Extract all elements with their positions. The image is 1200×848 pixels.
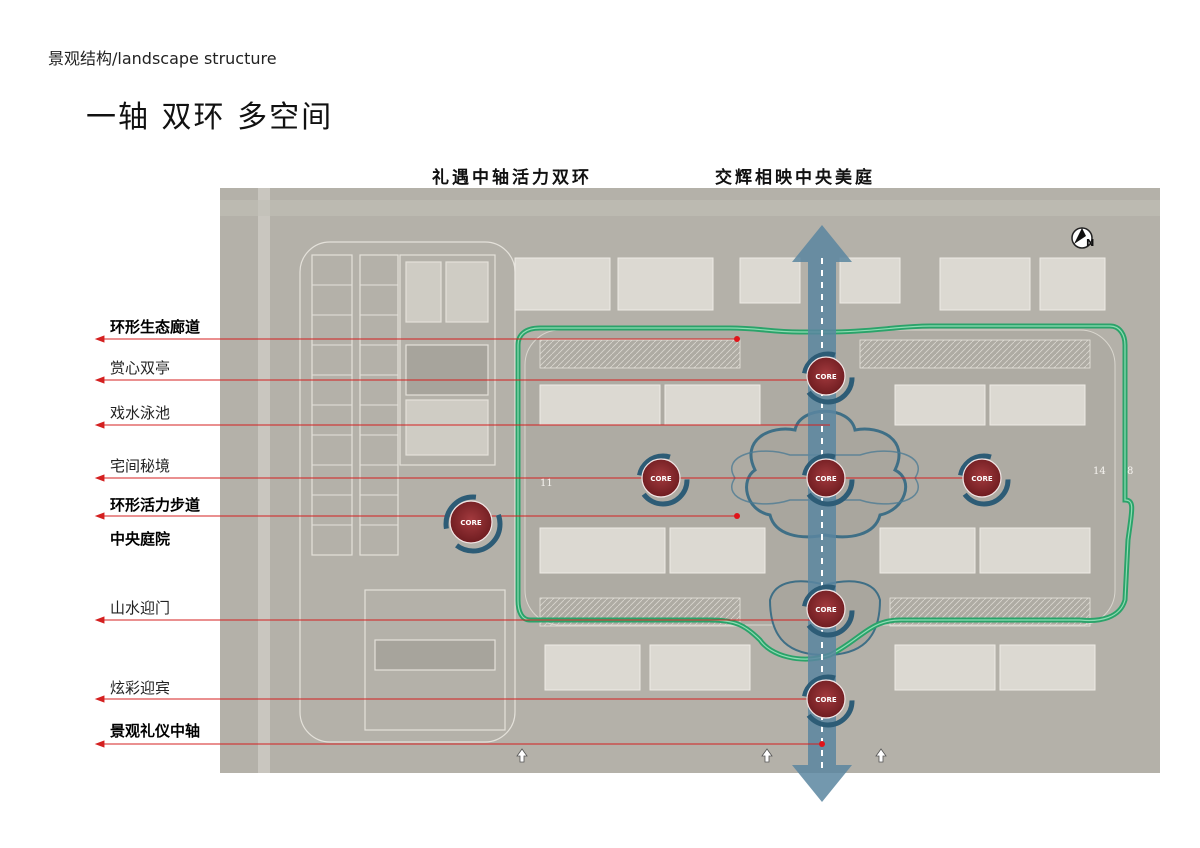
core-badge-center: CORE: [801, 453, 855, 507]
central-axis-arrow: [792, 225, 852, 802]
svg-text:CORE: CORE: [815, 606, 836, 614]
road-vertical: [258, 188, 270, 773]
svg-text:CORE: CORE: [815, 475, 836, 483]
svg-text:CORE: CORE: [815, 696, 836, 704]
legend-label-welcome: 炫彩迎宾: [110, 679, 171, 697]
building-number-11: 11: [540, 478, 553, 489]
legend-label-secret-garden: 宅间秘境: [110, 457, 171, 475]
building-number-14: 14: [1093, 466, 1106, 477]
north-arrow-icon: N: [1071, 227, 1094, 249]
legend-label-pool: 戏水泳池: [110, 404, 171, 422]
main-title: 一轴 双环 多空间: [86, 100, 334, 135]
svg-text:CORE: CORE: [460, 519, 481, 527]
legend-label-ring-walk: 环形活力步道: [110, 496, 201, 514]
eco-corridor-highlight: [517, 325, 1133, 660]
caption-left: 礼遇中轴活力双环: [432, 168, 592, 188]
legend-label-ceremonial-axis: 景观礼仪中轴: [110, 722, 201, 740]
residential-buildings: [514, 257, 1106, 691]
west-parcel: [299, 241, 516, 743]
svg-text:N: N: [1086, 238, 1094, 249]
legend-label-landscape-gate: 山水迎门: [110, 599, 171, 617]
building-number-8: 8: [1127, 466, 1133, 477]
page-header-title: 景观结构/landscape structure: [48, 49, 277, 68]
core-badge-west: CORE: [636, 453, 690, 507]
entrance-arrow-icons: [516, 748, 887, 763]
core-badge-south-gate: CORE: [801, 584, 855, 638]
legend-label-twin-pavilions: 赏心双亭: [110, 359, 171, 377]
parking-stalls: [312, 284, 398, 526]
core-badge-clubhouse: CORE: [443, 494, 503, 554]
caption-right: 交辉相映中央美庭: [715, 168, 875, 188]
core-badge-north: CORE: [801, 351, 855, 405]
core-badge-entrance: CORE: [801, 674, 855, 728]
road-top: [220, 200, 1160, 216]
svg-text:CORE: CORE: [815, 373, 836, 381]
svg-text:CORE: CORE: [650, 475, 671, 483]
core-badge-east: CORE: [957, 453, 1011, 507]
legend-label-eco-corridor: 环形生态廊道: [110, 318, 201, 336]
legend-label-central-courtyard: 中央庭院: [110, 530, 171, 548]
svg-text:CORE: CORE: [971, 475, 992, 483]
